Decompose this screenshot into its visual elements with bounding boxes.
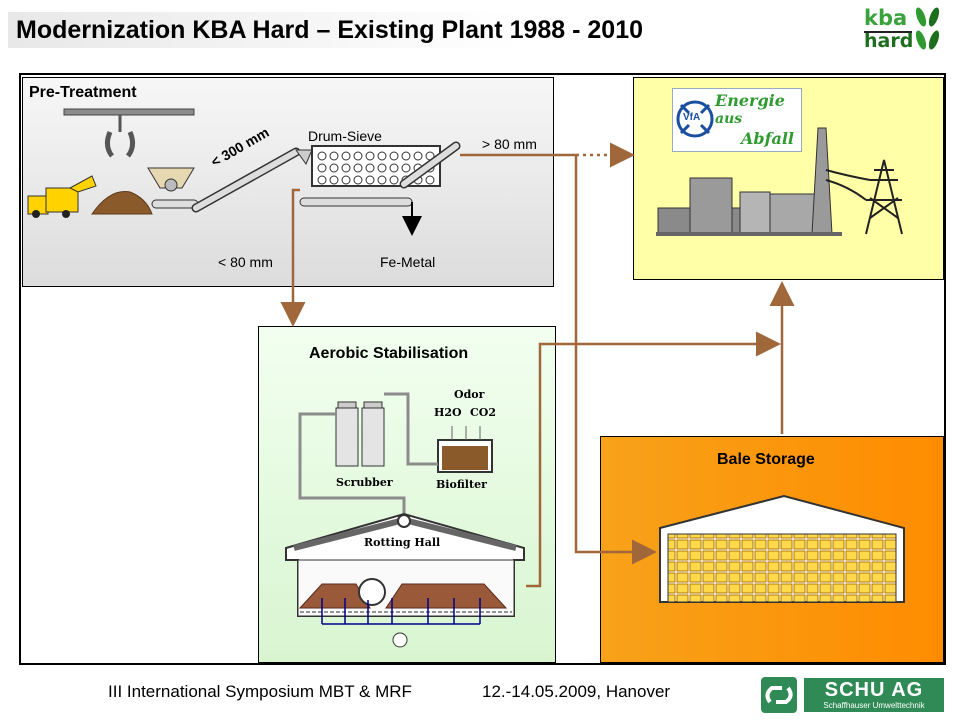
label-biofilter: Biofilter	[436, 478, 487, 491]
page-title: Modernization KBA Hard – Existing Plant …	[8, 12, 736, 48]
vfa-badge-icon	[676, 100, 714, 138]
bale-header: Bale Storage	[717, 451, 815, 468]
biofilter-icon	[437, 426, 493, 473]
rotting-hall-icon	[285, 512, 525, 648]
label-over-80: > 80 mm	[482, 136, 537, 152]
vfa-badge-text: VfA	[683, 112, 701, 123]
flow-arrows	[280, 142, 795, 588]
crane-grab-icon	[104, 115, 136, 158]
footer-event: III International Symposium MBT & MRF	[108, 682, 412, 701]
pretreatment-header: Pre-Treatment	[29, 84, 137, 101]
arrow-rotting-to-energy	[526, 331, 781, 588]
arrow-to-aerobic	[280, 188, 306, 327]
logo-aus: aus	[715, 111, 743, 127]
logo-hard-text: hard	[864, 30, 914, 52]
air-ducts	[298, 392, 438, 516]
schu-emblem-icon	[761, 677, 797, 713]
schu-name-box: SCHU AG Schaffhauser Umwelttechnik	[804, 678, 944, 712]
waste-pile-icon	[91, 190, 153, 215]
shredder-hopper-icon	[147, 167, 195, 192]
footer-date: 12.-14.05.2009, Hanover	[482, 682, 671, 701]
label-odor: Odor	[454, 388, 485, 401]
schu-company: SCHU AG	[824, 679, 924, 701]
schu-subtitle: Schaffhauser Umwelttechnik	[823, 701, 925, 710]
label-h2o: H2O	[434, 406, 462, 419]
conveyor-oversize	[399, 141, 461, 189]
conveyor-undersize	[299, 197, 413, 207]
drum-sieve-icon	[295, 145, 441, 187]
logo-energie: Energie	[715, 91, 785, 110]
label-drum-sieve: Drum-Sieve	[308, 128, 382, 144]
label-rotting-hall: Rotting Hall	[364, 536, 441, 549]
bale-hall-icon	[659, 494, 905, 603]
energy-box: VfA Energie aus Abfall	[633, 77, 944, 280]
truck-icon	[27, 175, 97, 218]
kba-hard-logo: kba hard	[862, 4, 944, 54]
arrow-to-bale-storage	[460, 153, 657, 565]
label-under-80: < 80 mm	[218, 254, 273, 270]
logo-kba-text: kba	[864, 6, 908, 30]
label-fe-metal: Fe-Metal	[380, 254, 436, 270]
power-pylon-icon	[825, 159, 903, 235]
energie-aus-abfall-logo: VfA Energie aus Abfall	[672, 88, 802, 152]
power-plant-icon	[656, 127, 842, 236]
logo-rule	[864, 31, 912, 33]
leaf-icon	[915, 7, 940, 50]
label-scrubber: Scrubber	[336, 476, 393, 489]
crane-rail	[63, 108, 195, 116]
conveyor-pretreat	[151, 147, 301, 213]
scrubber-icon	[335, 401, 385, 467]
logo-abfall: Abfall	[741, 129, 795, 148]
aerobic-header: Aerobic Stabilisation	[309, 345, 469, 362]
schu-ag-logo: SCHU AG Schaffhauser Umwelttechnik	[758, 676, 946, 716]
label-co2: CO2	[470, 406, 496, 419]
